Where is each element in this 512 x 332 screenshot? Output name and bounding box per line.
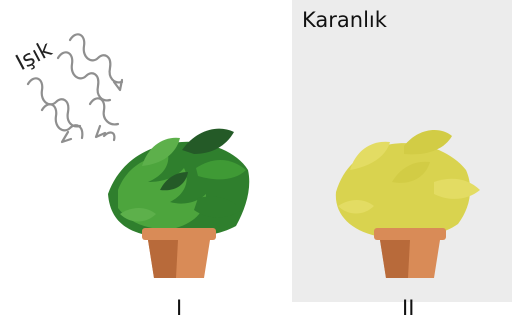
darkness-label: Karanlık — [302, 8, 387, 32]
plant-1-leaves — [108, 128, 250, 238]
plant-1-pot — [142, 228, 216, 278]
light-rays — [26, 33, 124, 144]
plant-2-label: II — [402, 296, 415, 320]
plant-2 — [335, 130, 480, 278]
plant-2-pot — [374, 228, 446, 278]
plant-2-leaves — [335, 130, 480, 239]
plant-1 — [108, 128, 250, 278]
plant-1-label: I — [176, 296, 183, 320]
